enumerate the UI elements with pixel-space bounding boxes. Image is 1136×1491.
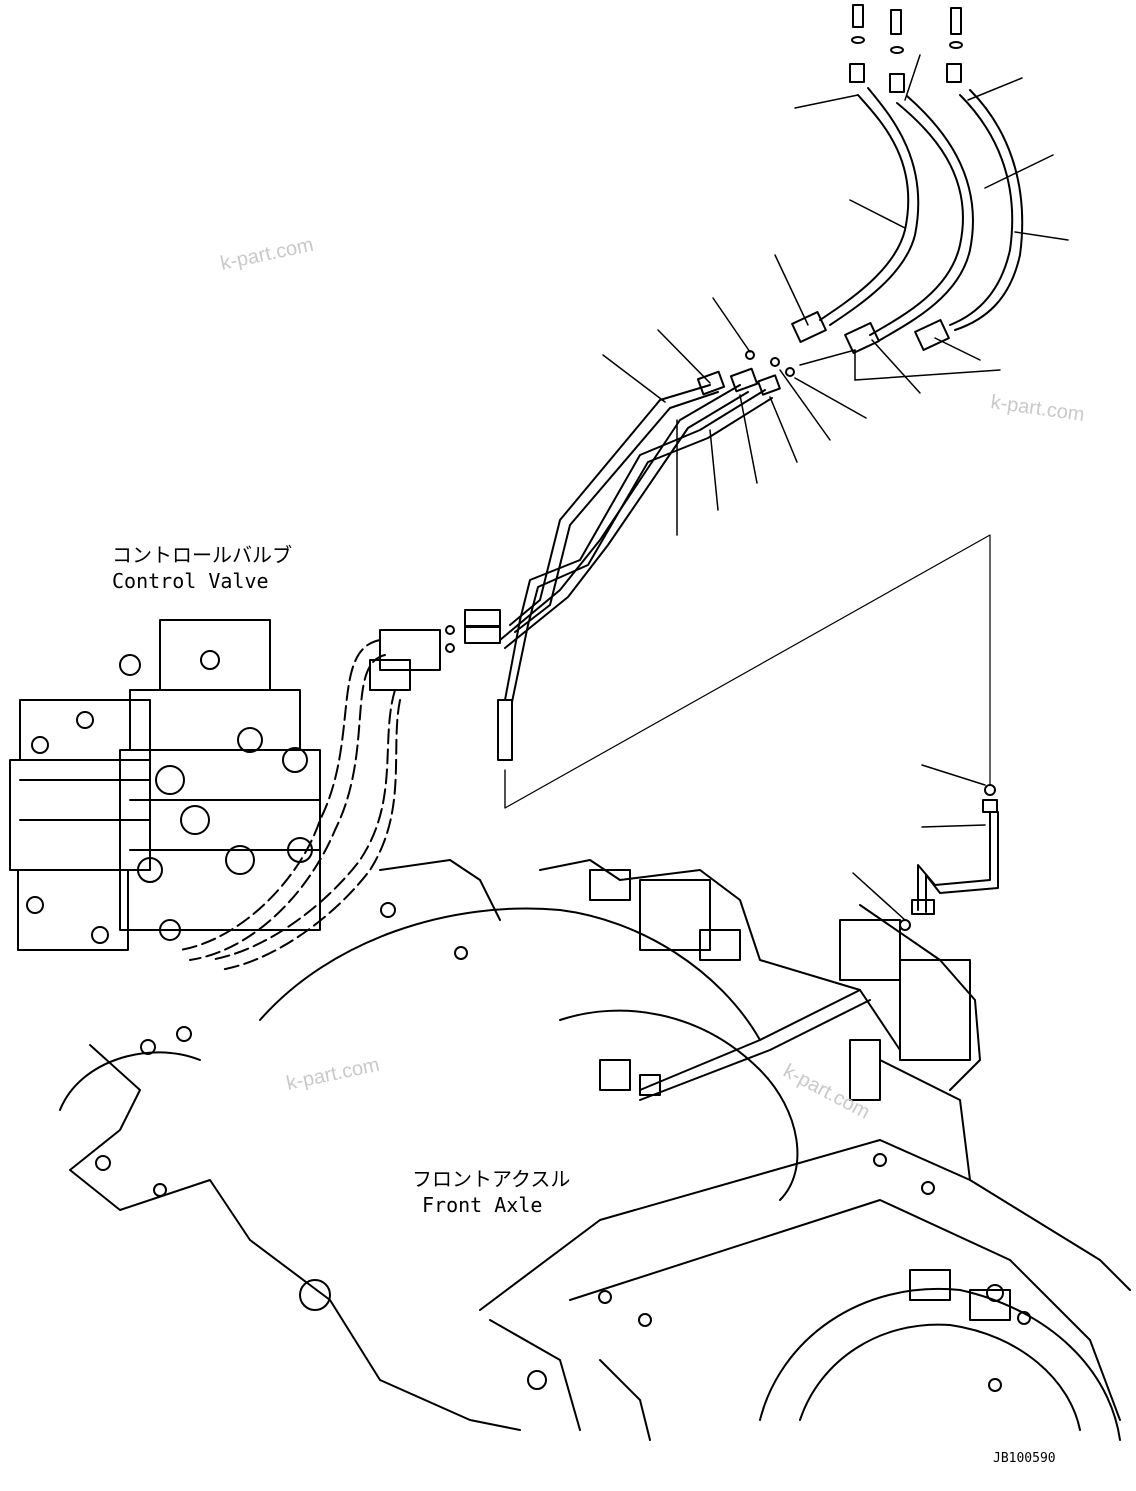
valve-hoses <box>179 639 401 971</box>
control-valve-label-en: Control Valve <box>112 569 269 593</box>
watermark: k-part.com <box>780 1060 874 1124</box>
watermark: k-part.com <box>284 1054 381 1095</box>
control-valve-drawing <box>9 619 455 951</box>
front-axle-label-jp: フロントアクスル <box>412 1167 570 1191</box>
figure-id: JB100590 <box>993 1451 1056 1466</box>
curved-hoses <box>791 87 1024 354</box>
leader-lines <box>602 54 1069 921</box>
front-axle-label-en: Front Axle <box>422 1193 542 1217</box>
control-valve-label-jp: コントロールバルブ <box>112 543 292 567</box>
top-elbow-fittings <box>849 4 963 93</box>
front-axle-drawing <box>59 859 1131 1441</box>
watermark: k-part.com <box>989 391 1086 426</box>
steel-tubes <box>464 367 781 761</box>
small-tube <box>899 784 999 931</box>
watermark: k-part.com <box>218 234 315 275</box>
